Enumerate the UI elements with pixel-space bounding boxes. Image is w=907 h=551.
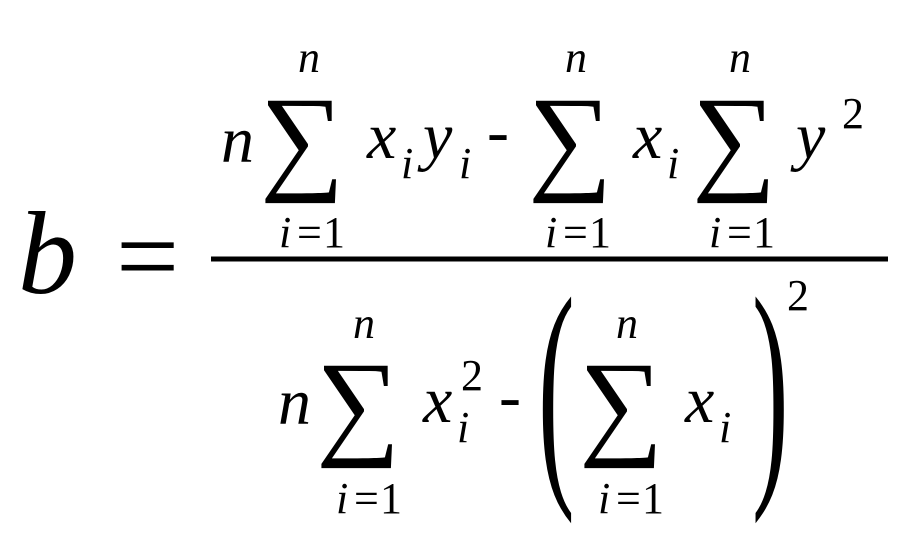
den-left-paren: ( [538, 247, 575, 524]
num-minus-sign: - [487, 95, 509, 168]
den-term2-x-sub-i: i [719, 403, 731, 452]
den-coefficient-n: n [278, 366, 311, 439]
num-coefficient-n: n [221, 104, 254, 177]
den-term1-x-exponent-2: 2 [461, 351, 483, 400]
den-term1-x: x [422, 364, 452, 437]
main-equals-sign: = [116, 195, 179, 319]
num-term1-y: y [417, 100, 453, 173]
num-sum2-sigma: ∑ [528, 73, 612, 204]
denominator: n n ∑ i = 1 x 2 i - ( n ∑ i = 1 x i ) 2 [278, 247, 809, 524]
den-paren-exponent-2: 2 [787, 271, 809, 320]
den-right-paren: ) [752, 247, 789, 524]
den-sum1-upper-n: n [353, 299, 375, 348]
den-sum2-upper-n: n [616, 299, 638, 348]
num-sum2-lower-i: i [545, 208, 557, 257]
lhs-variable-b: b [18, 188, 77, 319]
num-sum3-lower-i: i [709, 208, 721, 257]
num-term3-y-exponent-2: 2 [842, 89, 864, 138]
den-sum2-lower-i: i [598, 474, 610, 523]
num-sum1-lower-i: i [279, 208, 291, 257]
num-sum2-lower-eq: = [563, 208, 588, 257]
den-sum1-lower-one: 1 [380, 474, 402, 523]
num-sum3-lower-one: 1 [753, 208, 775, 257]
num-term1-y-sub-i: i [459, 139, 471, 188]
num-sum3-lower-eq: = [727, 208, 752, 257]
numerator: n n ∑ i = 1 x i y i - n ∑ i = 1 x i n ∑ … [221, 33, 864, 257]
num-sum2-upper-n: n [565, 33, 587, 82]
num-sum1-sigma: ∑ [260, 73, 344, 204]
num-sum2-lower-one: 1 [589, 208, 611, 257]
num-sum3-upper-n: n [729, 33, 751, 82]
num-term1-x-sub-i: i [401, 139, 413, 188]
num-term2-x: x [632, 100, 662, 173]
den-minus-sign: - [499, 360, 521, 433]
num-sum1-lower-one: 1 [323, 208, 345, 257]
den-term2-x: x [684, 364, 714, 437]
den-sum2-lower-eq: = [616, 474, 641, 523]
den-sum2-lower-one: 1 [642, 474, 664, 523]
num-term3-y: y [790, 100, 826, 173]
num-sum3-sigma: ∑ [692, 73, 776, 204]
den-sum1-lower-i: i [336, 474, 348, 523]
den-sum2-sigma: ∑ [579, 338, 663, 469]
den-term1-x-sub-i: i [457, 403, 469, 452]
den-sum1-sigma: ∑ [316, 338, 400, 469]
num-term2-x-sub-i: i [667, 139, 679, 188]
num-sum1-lower-eq: = [297, 208, 322, 257]
den-sum1-lower-eq: = [354, 474, 379, 523]
num-term1-x: x [366, 100, 396, 173]
num-sum1-upper-n: n [298, 33, 320, 82]
